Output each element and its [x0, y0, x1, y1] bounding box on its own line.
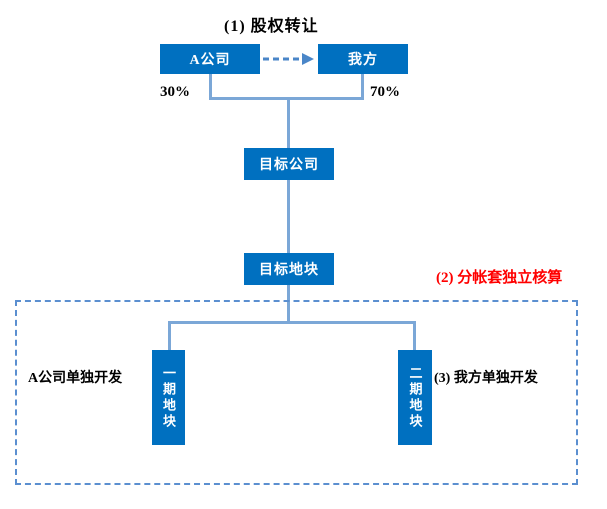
- step2-title: (2) 分帐套独立核算: [436, 270, 563, 286]
- pct-right-label: 70%: [370, 84, 400, 100]
- step1-title: (1) 股权转让: [224, 18, 319, 35]
- dashed-right-arrow-icon: [263, 53, 314, 65]
- step3-title: (3) 我方单独开发: [434, 371, 538, 386]
- node-our-side[interactable]: 我方: [318, 44, 408, 74]
- node-phase2-land[interactable]: 二期地块: [398, 350, 432, 445]
- connector-land-to-branch: [287, 285, 290, 323]
- pct-left-label: 30%: [160, 84, 190, 100]
- connector-to-target-company: [287, 97, 290, 150]
- connector-bracket-bar: [209, 97, 364, 100]
- separate-accounting-region: [15, 300, 578, 485]
- connector-right-drop: [361, 74, 364, 100]
- branch-left-drop: [168, 321, 171, 353]
- left-development-label: A公司单独开发: [28, 371, 123, 386]
- node-target-land[interactable]: 目标地块: [244, 253, 334, 285]
- node-company-a[interactable]: A公司: [160, 44, 260, 74]
- connector-left-drop: [209, 74, 212, 100]
- branch-horizontal-bar: [168, 321, 415, 324]
- connector-company-to-land: [287, 180, 290, 255]
- node-phase1-land[interactable]: 一期地块: [152, 350, 185, 445]
- branch-right-drop: [413, 321, 416, 353]
- node-target-company[interactable]: 目标公司: [244, 148, 334, 180]
